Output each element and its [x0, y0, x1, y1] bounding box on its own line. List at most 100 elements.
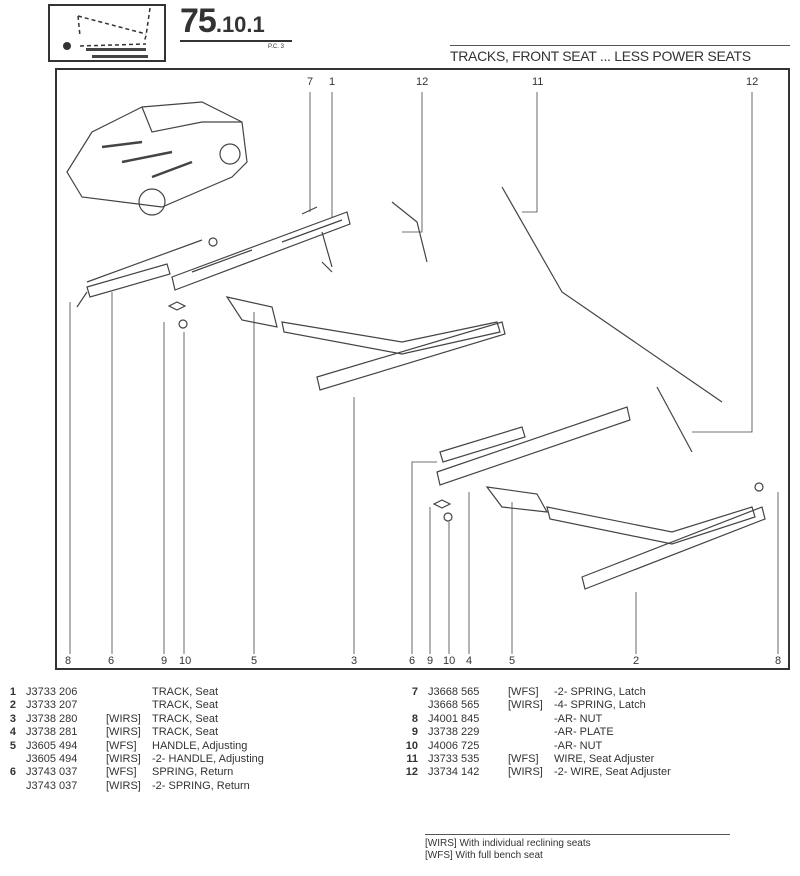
- callout-12: 12: [746, 76, 759, 88]
- description: -2- WIRE, Seat Adjuster: [554, 766, 671, 779]
- parts-row: J3668 565[WIRS]-4- SPRING, Latch: [402, 699, 671, 712]
- qualifier: [WIRS]: [106, 779, 141, 792]
- parts-row: 3 J3738 280 [WIRS] TRACK, Seat: [0, 713, 264, 726]
- qualifier: [WFS]: [106, 766, 137, 779]
- part-number: J3733 535: [428, 753, 480, 766]
- qualifier: [WIRS]: [106, 726, 141, 739]
- part-number: J3738 280: [26, 712, 78, 725]
- page-title: TRACKS, FRONT SEAT ... LESS POWER SEATS: [450, 48, 751, 64]
- qualifier: [WFS]: [106, 739, 137, 752]
- parts-row: 7 J3668 565 [WFS] -2- SPRING, Latch: [402, 686, 671, 699]
- item-number: 10: [405, 739, 418, 752]
- part-number: J3668 565: [428, 686, 480, 698]
- callout-1: 1: [329, 76, 336, 88]
- divider: [180, 40, 292, 42]
- page-major: 75: [180, 2, 217, 40]
- qualifier: [WIRS]: [106, 712, 141, 725]
- qualifier: [106, 686, 152, 699]
- item-number: 4: [9, 726, 16, 739]
- part-number: J3738 281: [26, 726, 78, 739]
- description: TRACK, Seat: [152, 686, 219, 698]
- item-number: [0, 753, 16, 766]
- part-number: J3743 037: [26, 766, 78, 779]
- exploded-view-drawing: [66, 92, 779, 654]
- callout-3: 3: [351, 655, 358, 667]
- description: TRACK, Seat: [152, 726, 219, 739]
- part-number: J3605 494: [26, 753, 78, 766]
- qualifier: [WIRS]: [508, 766, 543, 779]
- description: SPRING, Return: [152, 766, 234, 779]
- part-number: J3733 207: [26, 699, 78, 712]
- qualifier: [WFS]: [508, 686, 539, 698]
- callout-10: 10: [179, 655, 192, 667]
- legend-wfs: [WFS] With full bench seat: [425, 850, 543, 861]
- page-sub: 1: [252, 12, 265, 37]
- description: WIRE, Seat Adjuster: [554, 753, 655, 766]
- page-number: 75.10.1: [180, 2, 265, 41]
- qualifier: [WIRS]: [106, 753, 141, 766]
- item-number: [402, 699, 418, 712]
- description: -AR- PLATE: [554, 726, 614, 739]
- part-number: J3605 494: [26, 739, 78, 752]
- description: -2- SPRING, Latch: [554, 686, 646, 698]
- parts-row: 8 J4001 845 -AR- NUT: [402, 713, 671, 726]
- description: HANDLE, Adjusting: [152, 739, 248, 752]
- item-number: 3: [9, 712, 16, 725]
- qualifier: [WFS]: [508, 753, 539, 766]
- part-number: J3733 206: [26, 686, 78, 698]
- callout-9: 9: [161, 655, 168, 667]
- item-number: 8: [411, 712, 418, 725]
- parts-row: J3605 494 [WIRS] -2- HANDLE, Adjusting: [0, 753, 264, 766]
- parts-diagram: 7 1 12 11 12 8 6 9 10 5 3 6 9 10 4 5 2 8: [55, 68, 790, 670]
- item-number: 7: [411, 686, 418, 698]
- parts-list-left: (function(){ const d=JSON.parse(document…: [0, 686, 264, 793]
- item-number: 1: [9, 686, 16, 698]
- callout-10: 10: [443, 655, 456, 667]
- pc-label: P.C. 3: [268, 44, 284, 50]
- description: TRACK, Seat: [152, 699, 219, 712]
- callout-5: 5: [251, 655, 258, 667]
- item-number: 9: [411, 726, 418, 739]
- callout-2: 2: [633, 655, 640, 667]
- part-number: J4001 845: [428, 712, 480, 725]
- item-number: [0, 780, 16, 793]
- part-number: J3743 037: [26, 779, 78, 792]
- qualifier: [508, 740, 554, 753]
- parts-row: J3743 037 [WIRS] -2- SPRING, Return: [0, 780, 264, 793]
- description: -4- SPRING, Latch: [554, 699, 646, 712]
- car-illustration: [66, 101, 248, 216]
- part-number: J3668 565: [428, 699, 480, 712]
- legend-wirs: [WIRS] With individual reclining seats: [425, 838, 591, 849]
- part-number: J3734 142: [428, 766, 480, 779]
- part-number: J4006 725: [428, 739, 480, 752]
- divider: [450, 45, 790, 46]
- callout-8: 8: [65, 655, 72, 667]
- parts-row: 10 J4006 725 -AR- NUT: [402, 740, 671, 753]
- parts-row: 12 J3734 142 [WIRS] -2- WIRE, Seat Adjuster: [402, 766, 671, 779]
- qualifier: [106, 699, 152, 712]
- item-number: 5: [9, 739, 16, 752]
- callout-8: 8: [775, 655, 782, 667]
- callout-6: 6: [409, 655, 416, 667]
- callout-9: 9: [427, 655, 434, 667]
- callout-11: 11: [532, 76, 544, 88]
- parts-row: 6 J3743 037 [WFS] SPRING, Return: [0, 766, 264, 779]
- parts-row: 5 J3605 494 [WFS] HANDLE, Adjusting: [0, 740, 264, 753]
- parts-list-right: window.__buildParts(window.__d.parts_rig…: [402, 686, 671, 780]
- callout-7: 7: [307, 76, 314, 88]
- item-number: 12: [405, 766, 418, 779]
- qualifier: [508, 726, 554, 739]
- callout-12: 12: [416, 76, 429, 88]
- divider: [425, 834, 730, 835]
- description: TRACK, Seat: [152, 712, 219, 725]
- description: -AR- NUT: [554, 712, 603, 725]
- item-number: 6: [9, 766, 16, 779]
- legend: [WIRS] With individual reclining seats […: [425, 838, 591, 862]
- description: -2- HANDLE, Adjusting: [152, 753, 264, 766]
- callout-4: 4: [466, 655, 473, 667]
- description: -AR- NUT: [554, 739, 603, 752]
- description: -2- SPRING, Return: [152, 779, 250, 792]
